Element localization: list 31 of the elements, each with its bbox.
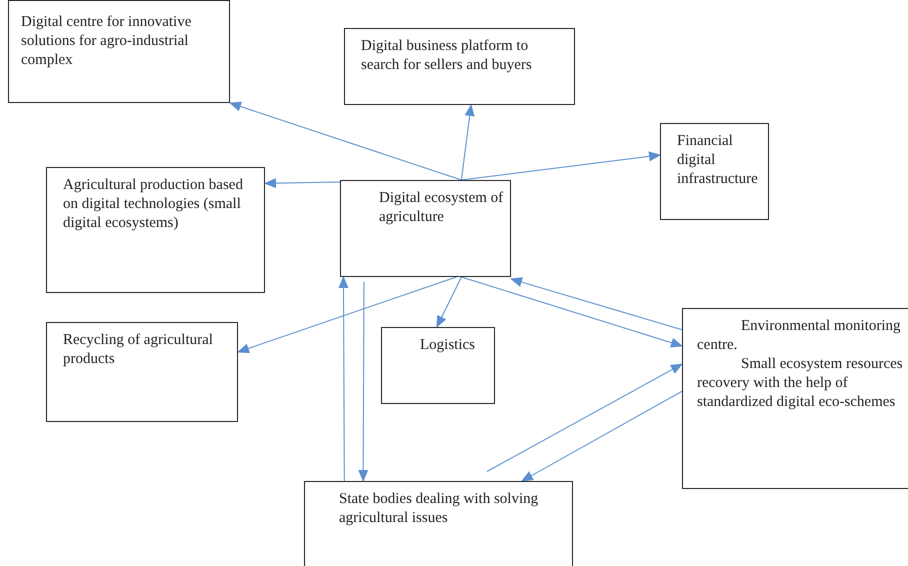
arrow xyxy=(486,364,683,472)
process-box xyxy=(46,322,238,422)
box-text: Environmental monitoring centre. xyxy=(697,317,902,355)
box-text: Logistics xyxy=(420,336,476,355)
process-box xyxy=(660,123,769,220)
box-text: Agricultural production based on digital technologies (small digital ecosystems) xyxy=(63,176,244,233)
process-box xyxy=(381,327,495,404)
process-box xyxy=(304,481,573,566)
arrow xyxy=(521,390,682,482)
arrow xyxy=(460,104,475,180)
box-text: Small ecosystem resources recovery with the help of standardized digital eco-schemes xyxy=(697,355,903,412)
process-box xyxy=(46,167,265,293)
arrow xyxy=(510,277,682,330)
process-box xyxy=(682,308,908,489)
arrow xyxy=(338,276,348,482)
arrow xyxy=(460,151,661,180)
process-box xyxy=(344,28,575,105)
arrow xyxy=(229,102,462,180)
box-text: Digital ecosystem of agriculture xyxy=(379,189,504,227)
process-box xyxy=(340,180,511,277)
box-text: State bodies dealing with solving agricultural issues xyxy=(339,490,540,528)
arrow xyxy=(237,276,457,354)
box-text: Digital business platform to search for sellers and buyers xyxy=(361,37,533,75)
arrow xyxy=(460,276,683,348)
arrow xyxy=(358,281,368,482)
process-box xyxy=(8,0,230,103)
box-text: Recycling of agricultural products xyxy=(63,331,214,369)
box-text: Financial digital infrastructure xyxy=(677,132,759,189)
box-text: Digital centre for innovative solutions for agro-industrial complex xyxy=(21,13,192,70)
arrow xyxy=(436,276,462,328)
arrow xyxy=(264,178,340,188)
